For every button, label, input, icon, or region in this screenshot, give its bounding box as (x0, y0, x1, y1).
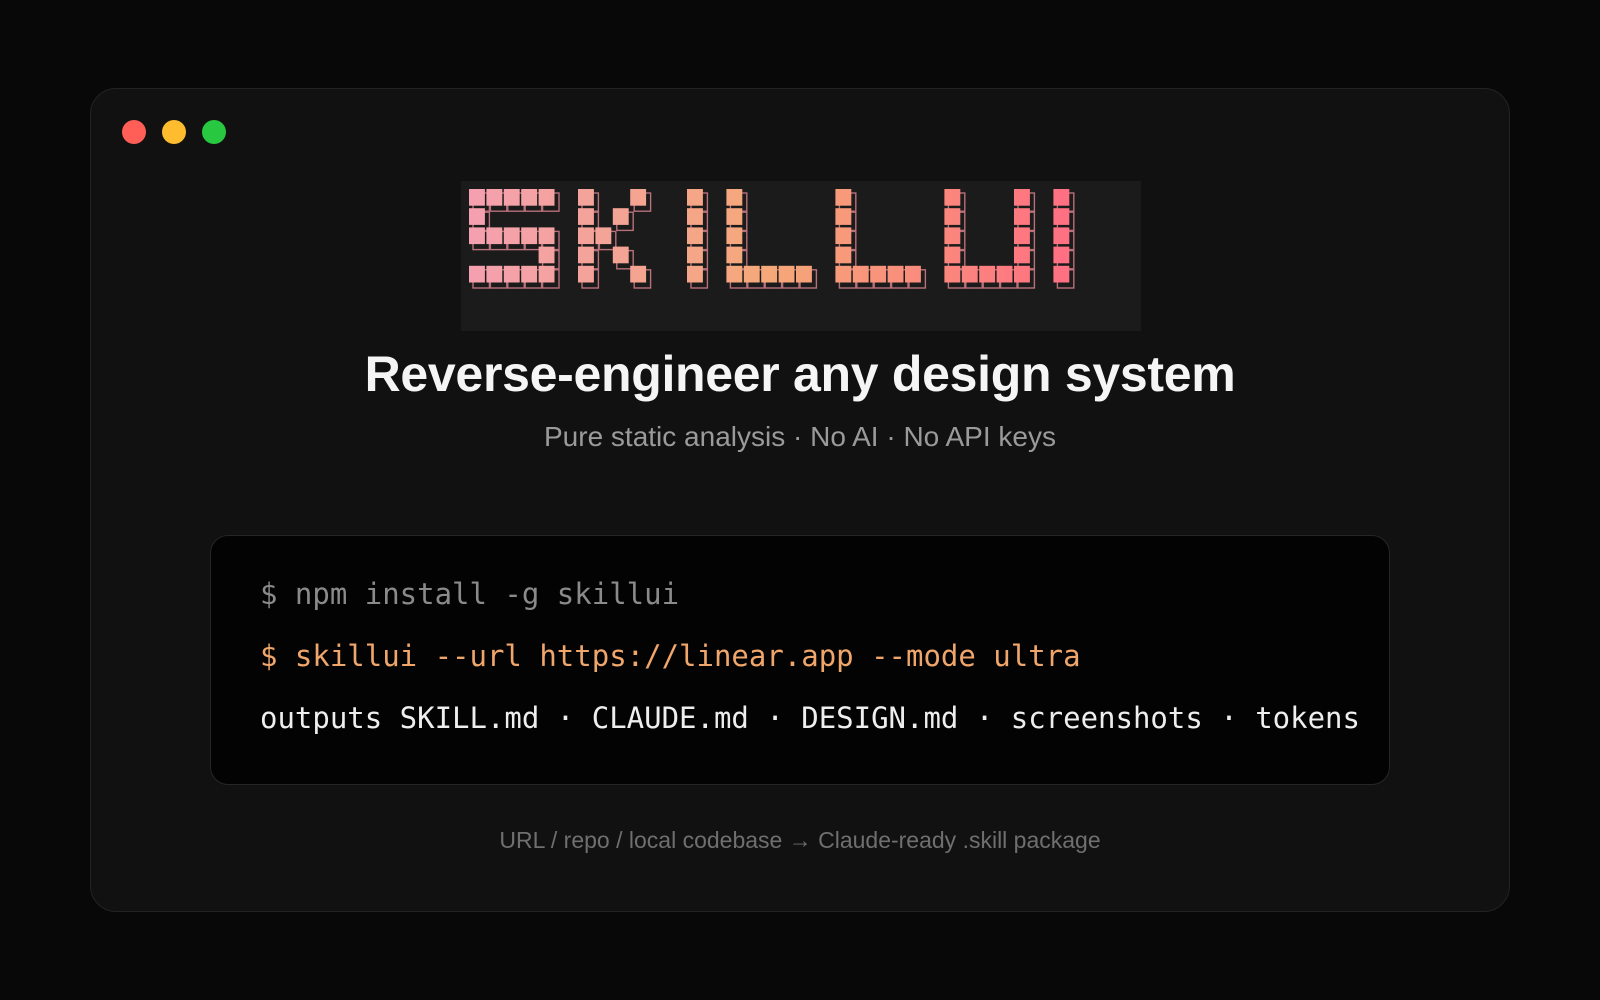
logo-cell (521, 227, 538, 245)
logo-cell (630, 189, 647, 206)
logo-cell (835, 208, 852, 225)
logo-cell (503, 265, 520, 283)
logo-cell (1053, 227, 1070, 245)
logo-cell (835, 246, 852, 264)
logo-cell (469, 227, 485, 245)
install-command[interactable]: $ npm install -g skillui (260, 577, 680, 611)
logo-cell (578, 265, 594, 283)
logo-cell (1014, 208, 1030, 225)
logo (461, 181, 1141, 331)
logo-cell (835, 189, 852, 206)
logo-cell (726, 189, 743, 206)
logo-cell (1014, 227, 1030, 245)
logo-cell (835, 227, 852, 245)
logo-cell (726, 208, 743, 225)
logo-cell (521, 189, 538, 206)
logo-cell (1053, 246, 1070, 264)
logo-cell (578, 189, 594, 206)
logo-cell (796, 265, 812, 283)
logo-cell (979, 265, 996, 283)
logo-cell (630, 265, 647, 283)
logo-cell (726, 227, 743, 245)
logo-cell (687, 246, 703, 264)
logo-cell (486, 189, 503, 206)
logo-cell (687, 208, 703, 225)
logo-cell (1053, 265, 1070, 283)
logo-cell (1014, 246, 1030, 264)
page-title: Reverse-engineer any design system (364, 346, 1236, 402)
logo-cell (726, 265, 743, 283)
logo-cell (469, 265, 485, 283)
logo-cell (944, 208, 961, 225)
logo-cell (1053, 189, 1070, 206)
logo-cell (612, 246, 629, 264)
logo-cell (996, 265, 1013, 283)
logo-cell (578, 246, 594, 264)
app-window: Reverse-engineer any design system Pure … (90, 88, 1510, 912)
window-controls (122, 120, 226, 144)
logo-cell (870, 265, 887, 283)
logo-cell (905, 265, 921, 283)
logo-cell (578, 227, 594, 245)
footer-note: URL / repo / local codebase → Claude-rea… (499, 827, 1101, 853)
logo-cell (835, 265, 852, 283)
logo-cell (778, 265, 795, 283)
logo-cell (503, 227, 520, 245)
logo-cell (743, 265, 760, 283)
minimize-button[interactable] (162, 120, 186, 144)
logo-cell (538, 189, 555, 206)
command-output: outputs SKILL.md · CLAUDE.md · DESIGN.md… (260, 701, 1360, 735)
logo-cell (469, 189, 485, 206)
logo-cell (687, 227, 703, 245)
logo-cell (687, 189, 703, 206)
logo-cell (1014, 189, 1030, 206)
logo-cell (538, 265, 555, 283)
logo-cell (1014, 265, 1030, 283)
logo-cell (944, 189, 961, 206)
logo-cell (944, 227, 961, 245)
logo-cell (961, 265, 978, 283)
logo-cell (503, 189, 520, 206)
logo-cell (595, 227, 612, 245)
logo-cell (486, 265, 503, 283)
logo-cell (944, 246, 961, 264)
logo-cell (852, 265, 869, 283)
terminal-panel: $ npm install -g skillui $ skillui --url… (210, 535, 1390, 785)
logo-cell (687, 265, 703, 283)
logo-cell (486, 227, 503, 245)
logo-cell (612, 208, 629, 225)
logo-cell (521, 265, 538, 283)
logo-cell (944, 265, 961, 283)
close-button[interactable] (122, 120, 146, 144)
logo-pixel-art (469, 189, 1075, 289)
logo-cell (538, 227, 555, 245)
logo-cell (761, 265, 778, 283)
logo-cell (887, 265, 904, 283)
logo-cell (1053, 208, 1070, 225)
maximize-button[interactable] (202, 120, 226, 144)
page-subtitle: Pure static analysis · No AI · No API ke… (544, 421, 1056, 452)
logo-cell (726, 246, 743, 264)
run-command[interactable]: $ skillui --url https://linear.app --mod… (260, 639, 1081, 673)
logo-cell (578, 208, 594, 225)
logo-cell (538, 246, 555, 264)
logo-cell (469, 208, 485, 225)
